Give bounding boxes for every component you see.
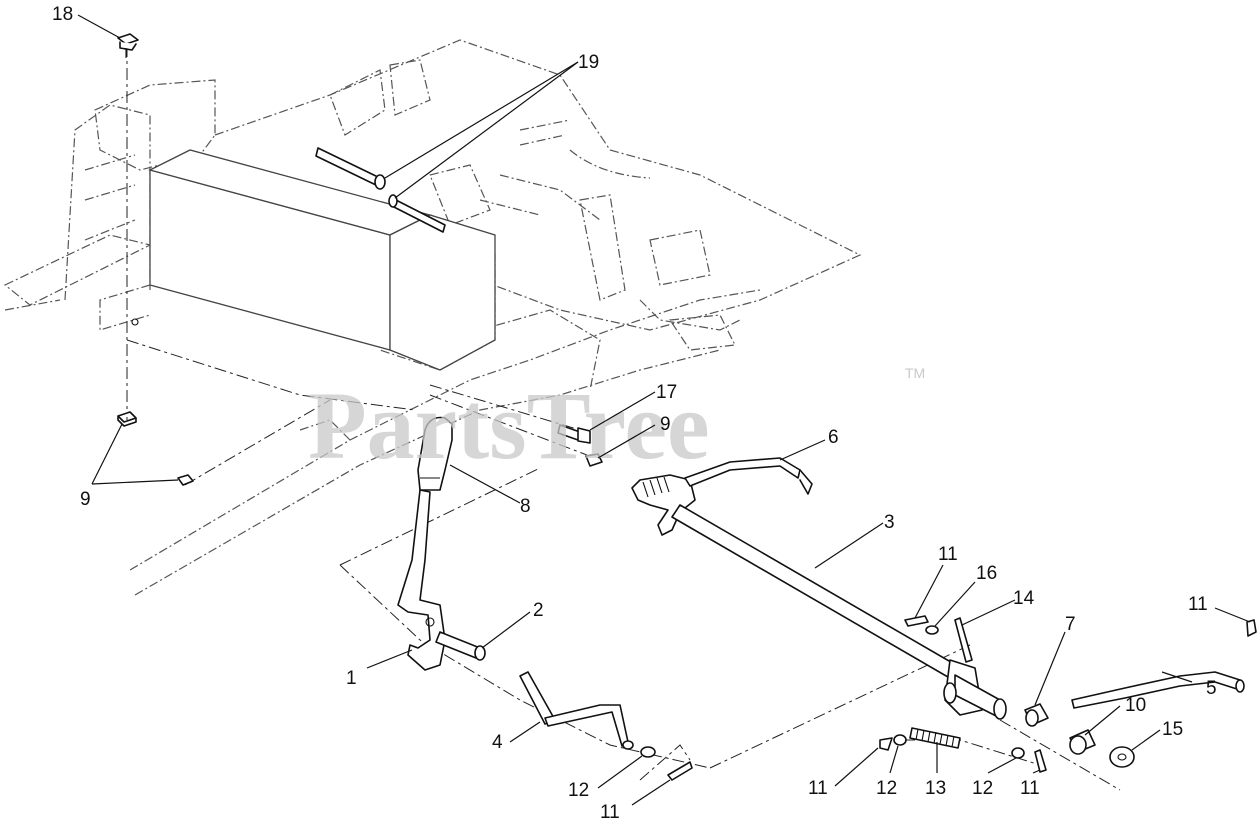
part-washer-12a	[640, 746, 656, 758]
callout-4: 4	[492, 732, 503, 753]
part-washer-16	[925, 625, 939, 635]
callout-9-left: 9	[80, 489, 91, 510]
part-clip-11a	[904, 615, 929, 627]
callout-1: 1	[346, 668, 357, 689]
part-bolt-17	[557, 424, 591, 444]
callouts: 18 19 17 9 9 6 8 3 2 1 11 16 14 7 11 5 1…	[52, 4, 1217, 823]
part-lever-1	[397, 489, 446, 671]
part-nut-9c	[585, 453, 603, 467]
watermark-text: PartsTree	[308, 372, 710, 479]
part-washer-12b	[893, 734, 907, 746]
callout-16: 16	[976, 563, 997, 584]
part-pin-14	[954, 617, 973, 663]
part-nut-9a	[117, 411, 137, 427]
callout-11-b: 11	[1188, 594, 1208, 615]
callout-19: 19	[578, 52, 599, 73]
part-rod-5	[1071, 619, 1257, 709]
callout-15: 15	[1162, 719, 1183, 740]
part-pin-2	[435, 631, 486, 661]
callout-12-c: 12	[972, 778, 993, 799]
callout-3: 3	[884, 512, 895, 533]
part-bushing-10	[1069, 729, 1096, 755]
part-rod-4	[519, 671, 634, 750]
callout-17: 17	[656, 382, 677, 403]
callout-10: 10	[1125, 695, 1146, 716]
part-clip-11e	[1034, 749, 1047, 773]
callout-9-right: 9	[660, 414, 671, 435]
callout-8: 8	[520, 496, 531, 517]
callout-5: 5	[1206, 678, 1217, 699]
part-nut-9b	[177, 474, 194, 486]
part-clip-11d	[879, 737, 893, 751]
lift-housing	[99, 149, 496, 371]
callout-12-b: 12	[876, 778, 897, 799]
watermark: PartsTree TM	[308, 365, 925, 479]
leader-lines	[77, 14, 1251, 806]
part-pins-19	[315, 147, 446, 233]
callout-18: 18	[52, 4, 73, 25]
parts-solid	[117, 33, 1257, 781]
callout-11-c: 11	[600, 802, 620, 823]
callout-7: 7	[1065, 614, 1076, 635]
part-bolt-18	[117, 33, 139, 58]
part-pedal-8	[417, 416, 453, 491]
callout-6: 6	[828, 427, 839, 448]
part-shaft-3	[671, 504, 1007, 720]
part-washer-15	[1109, 746, 1135, 768]
part-spring-13	[909, 727, 961, 749]
watermark-trademark: TM	[905, 365, 925, 381]
callout-12-a: 12	[568, 780, 589, 801]
callout-11-d: 11	[808, 778, 828, 799]
part-clip-11c	[667, 761, 693, 781]
callout-14: 14	[1013, 588, 1035, 609]
callout-11-e: 11	[1020, 778, 1040, 799]
callout-2: 2	[533, 600, 544, 621]
part-washer-12c	[1011, 747, 1025, 759]
callout-11-a: 11	[938, 544, 958, 565]
callout-13: 13	[925, 778, 946, 799]
part-spring-link-6	[631, 457, 813, 536]
